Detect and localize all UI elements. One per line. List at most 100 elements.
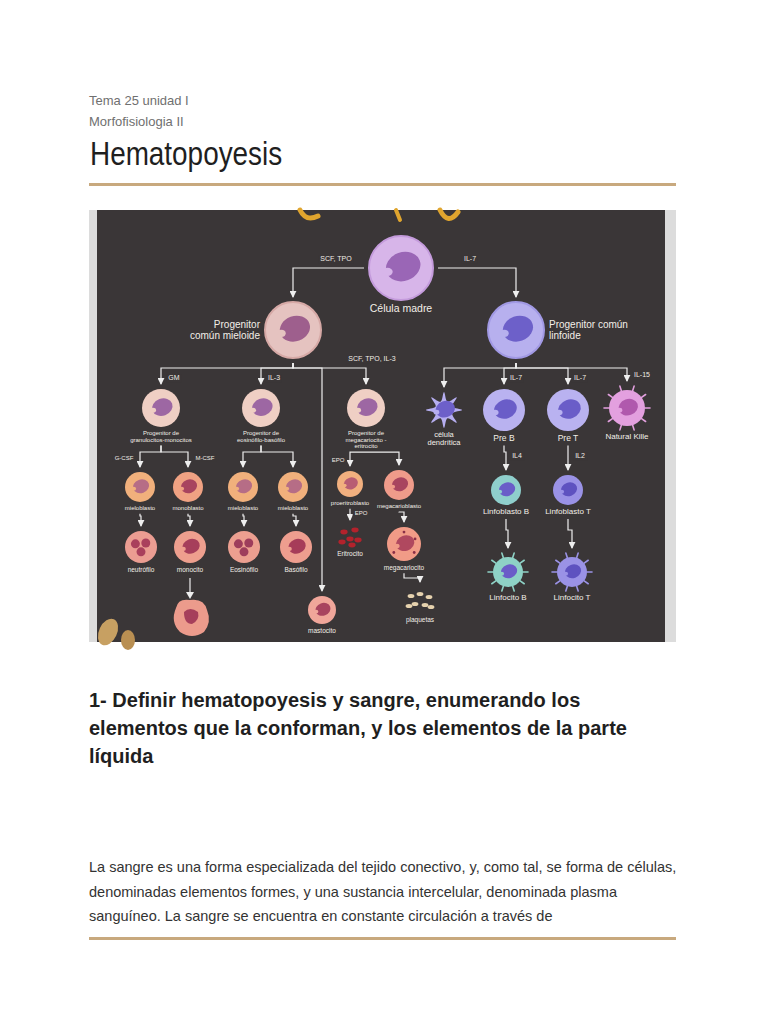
cell-spike — [577, 586, 579, 591]
unit-label: Tema 25 unidad I — [89, 93, 389, 110]
arrow-line — [189, 578, 190, 594]
cell-label-block: Progenitor común linfoide — [549, 319, 649, 341]
cell-nucleus — [559, 480, 579, 498]
cell-label-block: Linfocito B — [489, 594, 526, 603]
cell-icon — [336, 522, 364, 550]
cell-name: megacariocito — [384, 564, 424, 571]
cell-name: Célula madre — [370, 303, 432, 315]
cell-node: mastocito — [305, 593, 339, 634]
cell-node: Pre B — [480, 386, 528, 444]
cell-spike — [566, 586, 568, 591]
connector — [366, 452, 399, 465]
cell-spike — [620, 425, 622, 430]
cytokine-label: GM — [166, 374, 181, 382]
cell-body — [278, 472, 308, 502]
cell-nucleus — [491, 396, 519, 422]
cell-label-block: Basófilo — [284, 566, 307, 573]
cell-icon — [122, 528, 160, 566]
cell-body — [125, 531, 157, 563]
cell-node: Linfocito B — [486, 550, 530, 603]
cell-body — [493, 557, 523, 587]
cell-icon — [275, 469, 311, 505]
cytokine-label: IL-7 — [572, 374, 588, 382]
cell-icon — [239, 386, 283, 430]
cell-label-block: Progenitor de eosinófilo-basófilo — [230, 430, 292, 443]
cell-node: mieloblasto — [275, 469, 311, 512]
cell-label-block: monoblasto — [172, 505, 203, 512]
cell-body — [280, 531, 312, 563]
cytokine-label: IL4 — [510, 452, 524, 460]
cell-spike — [587, 571, 592, 573]
cell-name: célula dendrítica — [420, 431, 468, 448]
connector — [567, 446, 568, 470]
platelet — [428, 605, 435, 609]
erythrocyte — [354, 538, 361, 543]
cell-name: mieloblasto — [278, 505, 308, 512]
cell-name: Progenitor común mieloide — [184, 319, 260, 341]
cytokine-label: G-CSF — [113, 455, 136, 462]
cell-node: Progenitor de eosinófilo-basófilo — [230, 386, 292, 443]
nucleus-notch — [434, 410, 440, 415]
cell-icon — [485, 299, 547, 361]
nucleus-notch — [390, 485, 395, 489]
cell-nucleus — [276, 312, 314, 346]
cell-nucleus — [563, 562, 583, 580]
connector — [568, 519, 572, 548]
cell-body — [228, 472, 258, 502]
cell-nucleus — [499, 312, 537, 346]
nucleus-notch — [250, 408, 256, 413]
cell-label-block: proeritroblasto — [331, 500, 369, 507]
cell-node: monoblasto — [170, 469, 206, 512]
cell-icon — [170, 469, 206, 505]
cell-spike — [608, 394, 612, 397]
granule — [403, 531, 406, 534]
platelet — [412, 602, 419, 606]
body-paragraph: La sangre es una forma especializada del… — [89, 855, 679, 929]
cell-node: Linfoblasto B — [483, 472, 529, 517]
cell-name: plaquetas — [406, 616, 434, 623]
cell-icon — [122, 469, 158, 505]
platelet — [406, 604, 413, 608]
cell-icon — [550, 550, 594, 594]
nucleus-notch — [563, 572, 568, 576]
cell-nucleus — [234, 477, 254, 495]
connector — [350, 452, 366, 466]
cell-name: Linfocito T — [554, 594, 591, 603]
cell-name: mieloblasto — [228, 505, 258, 512]
cell-nucleus — [555, 396, 583, 422]
nucleus-notch — [314, 610, 318, 614]
erythrocyte — [351, 528, 358, 533]
nucleus-notch — [617, 408, 623, 413]
cytokine-label: SCF, TPO, IL-3 — [346, 355, 397, 363]
cell-icon — [404, 584, 436, 616]
cell-name: Eosinófilo — [230, 566, 258, 573]
cell-nucleus — [250, 396, 275, 419]
connector — [516, 363, 627, 381]
nucleus-notch — [500, 330, 509, 337]
platelet — [422, 603, 429, 607]
erythrocyte — [340, 530, 347, 535]
cell-node: neutrófilo — [122, 528, 160, 573]
cell-body — [547, 389, 589, 431]
cytokine-label: M-CSF — [194, 455, 217, 462]
cell-node: monocito — [171, 528, 209, 573]
connector — [188, 514, 190, 526]
connector — [243, 445, 261, 467]
cytokine-label: SCF, TPO — [318, 255, 353, 263]
cell-label-block: Eosinófilo — [230, 566, 258, 573]
cell-body — [609, 390, 645, 426]
cell-node: mieloblasto — [122, 469, 158, 512]
cell-nucleus — [497, 480, 517, 498]
cytokine-label: IL-7 — [508, 374, 524, 382]
cell-label-block: Progenitor de megacariocito - eritrocito — [335, 430, 397, 450]
cell-label-block: Eritrocito — [337, 550, 363, 557]
granule — [414, 538, 417, 541]
nucleus-notch — [499, 572, 504, 576]
cell-label-block: neutrófilo — [128, 566, 155, 573]
cell-nucleus-lobe — [137, 547, 146, 556]
dendritic-cell — [426, 392, 462, 428]
connector — [438, 268, 516, 297]
connector — [261, 363, 293, 384]
cell-node: mieloblasto — [225, 469, 261, 512]
cell-name: Linfocito B — [489, 594, 526, 603]
